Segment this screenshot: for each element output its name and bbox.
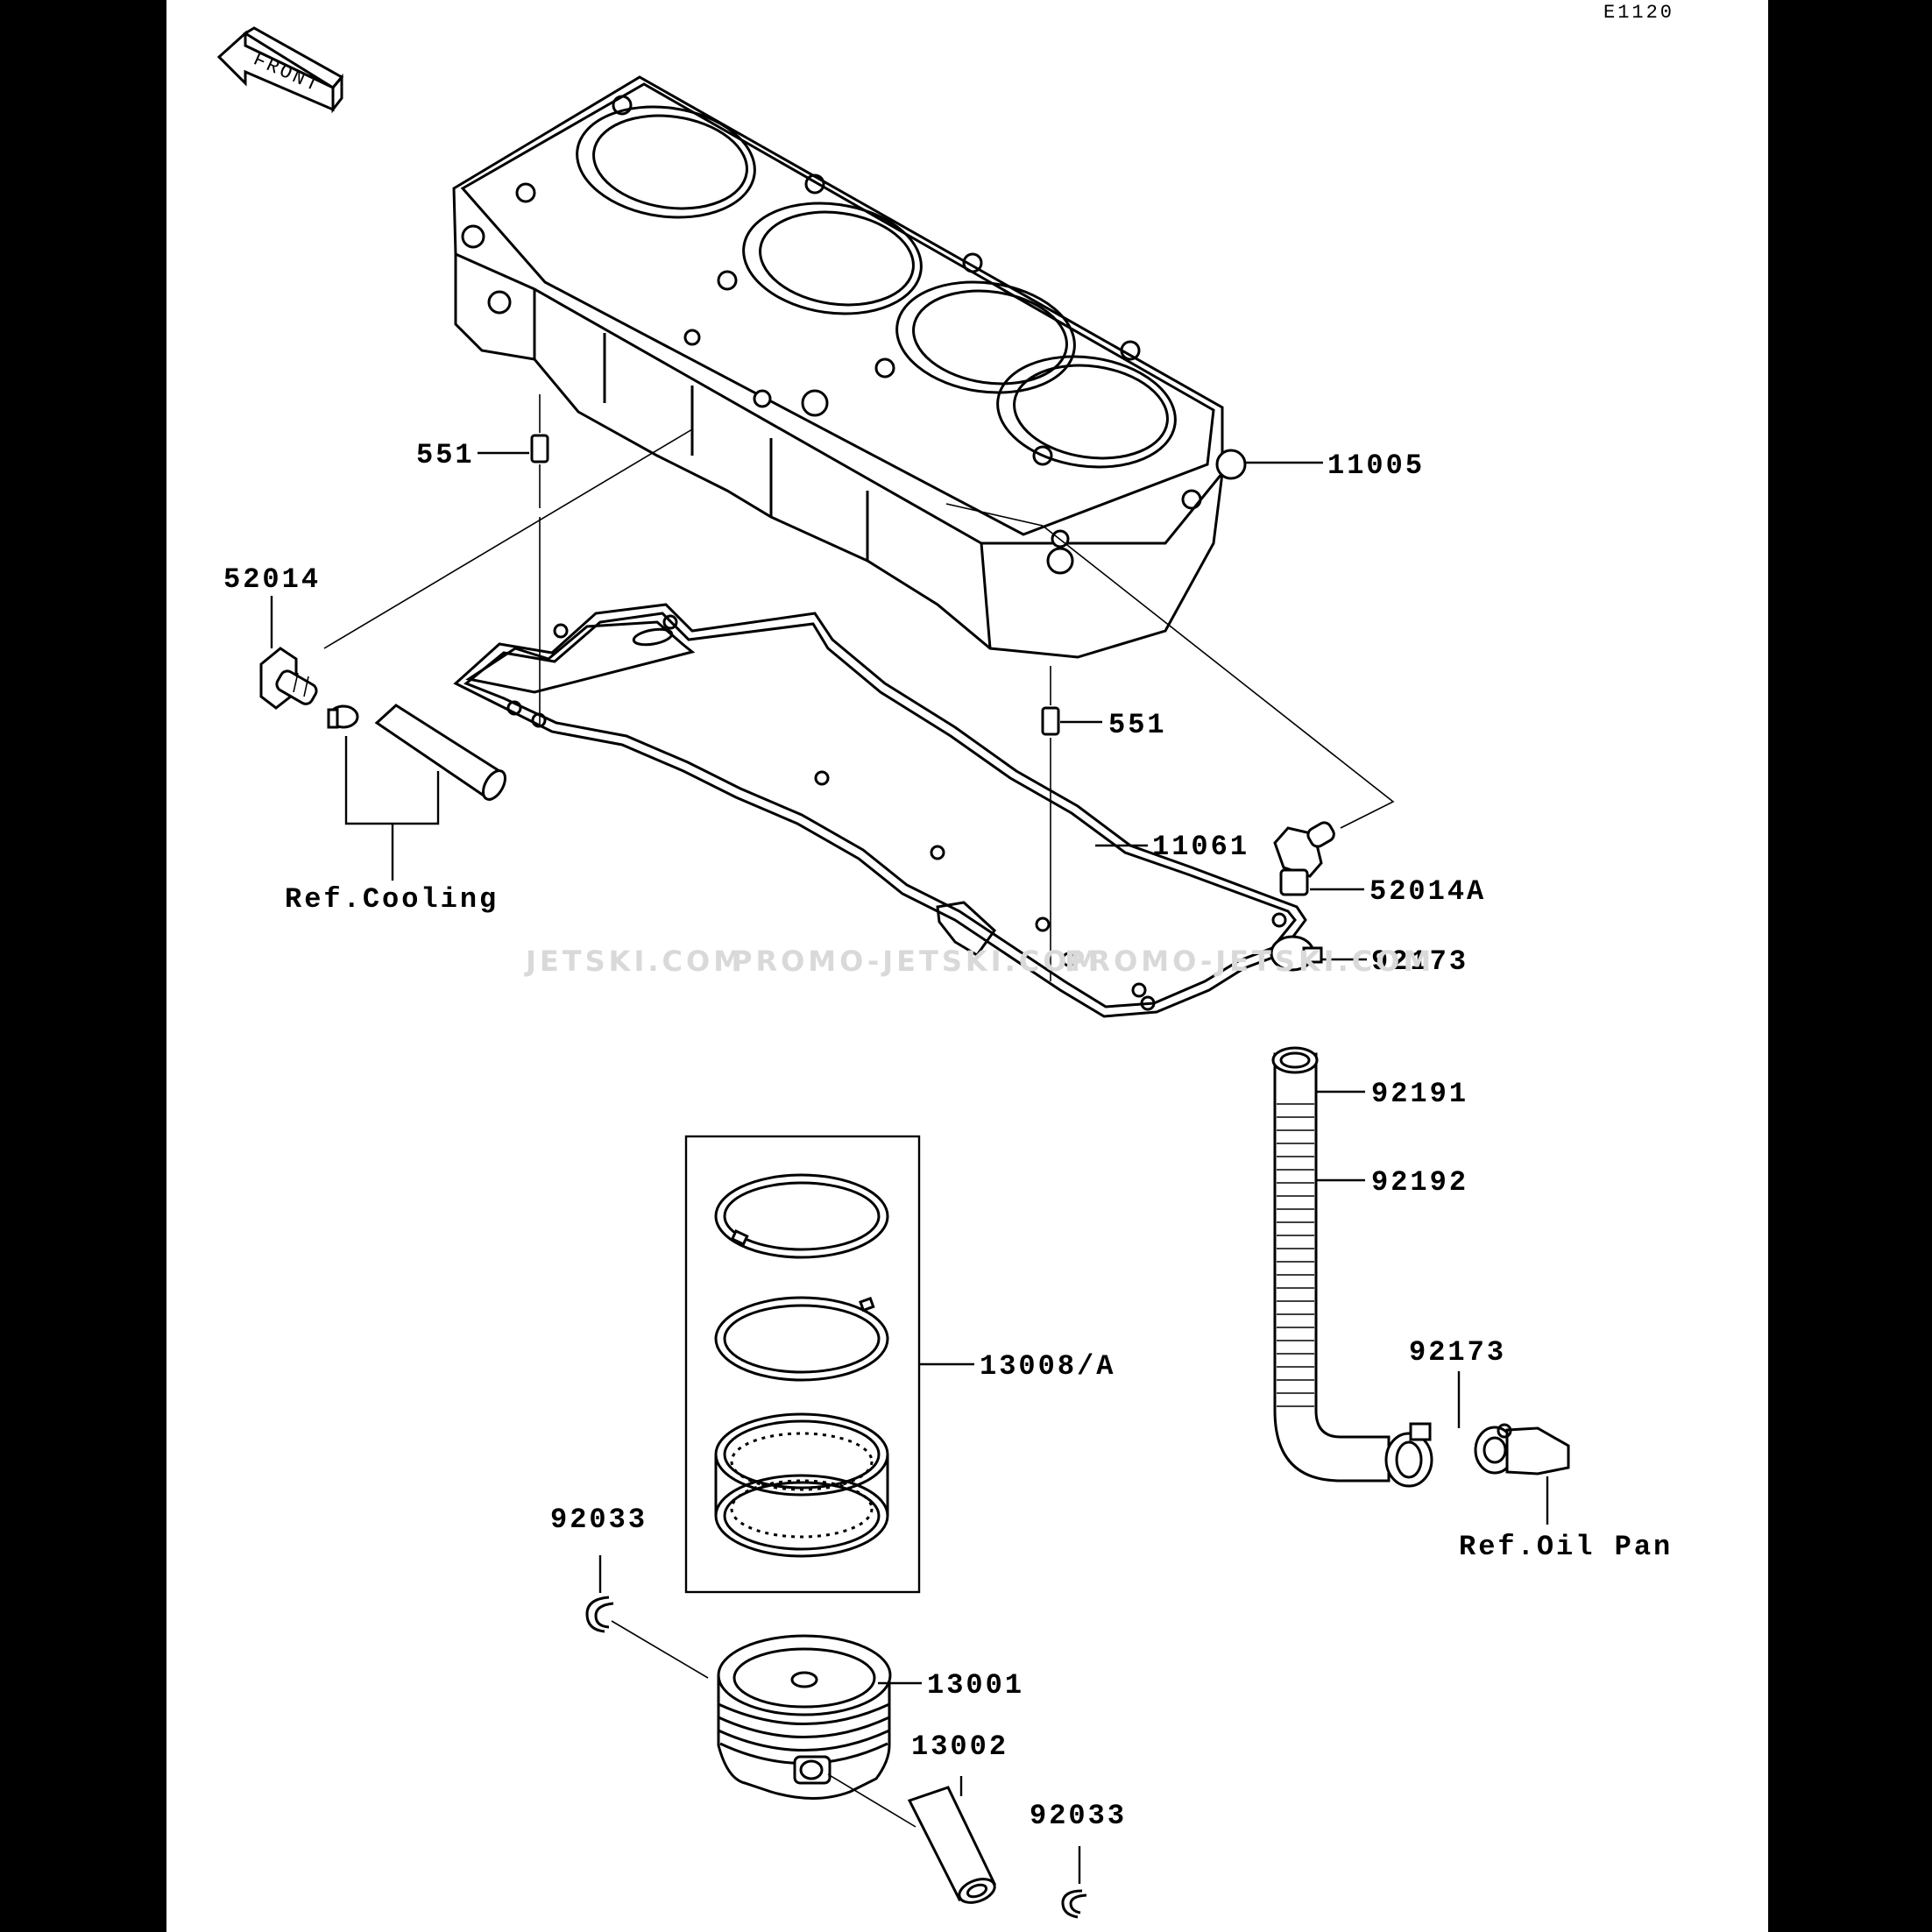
ref-oil-pan: Ref.Oil Pan — [1459, 1531, 1673, 1563]
watermark-3: PROMO-JETSKI.COM — [1065, 945, 1434, 978]
fitting-52014 — [259, 647, 318, 710]
hose-corrugation — [1277, 1103, 1314, 1407]
callout-92192: 92192 — [1371, 1166, 1468, 1199]
front-arrow-icon: FRONT — [216, 26, 344, 114]
callout-13008A: 13008/A — [980, 1350, 1115, 1383]
callout-13001: 13001 — [927, 1669, 1024, 1702]
dowel-pin-upper — [530, 394, 549, 508]
clamp-92173-lower — [1384, 1422, 1433, 1488]
dowel-pin-lower — [1041, 666, 1060, 981]
callout-11061: 11061 — [1152, 831, 1249, 863]
callout-551-upper: 551 — [416, 439, 475, 471]
callout-52014A: 52014A — [1369, 875, 1486, 908]
ref-cooling: Ref.Cooling — [285, 883, 499, 916]
piston-pin — [907, 1786, 997, 1904]
callout-92033-right: 92033 — [1030, 1800, 1127, 1832]
snap-ring-right — [1061, 1889, 1087, 1919]
callout-11005: 11005 — [1327, 449, 1425, 482]
callout-92173-upper: 92173 — [1371, 945, 1468, 978]
snap-ring-left — [585, 1596, 614, 1633]
piston-ring-top — [714, 1173, 889, 1259]
clamp-92173-upper — [1270, 935, 1323, 972]
callout-13002: 13002 — [911, 1730, 1008, 1763]
piston — [717, 1634, 892, 1800]
cooling-hose — [374, 704, 506, 802]
watermark-2: PROMO-JETSKI.COM — [732, 945, 1101, 978]
exploded-parts-diagram: E1120 FRONT — [216, 2, 1674, 1919]
oil-pan-fitting — [1474, 1423, 1570, 1476]
callout-92191: 92191 — [1371, 1078, 1468, 1110]
oil-hose — [1271, 1046, 1391, 1483]
callout-92033-left: 92033 — [550, 1504, 648, 1536]
callout-92173-lower: 92173 — [1409, 1336, 1506, 1369]
callout-551-lower: 551 — [1108, 709, 1167, 741]
cylinder-block — [452, 75, 1247, 659]
cooling-hose-clamp — [327, 704, 359, 729]
fitting-52014A — [1273, 821, 1335, 896]
piston-ring-oil — [714, 1412, 889, 1558]
parts-diagram-sheet: E1120 FRONT — [166, 0, 1768, 1932]
piston-ring-second — [714, 1296, 889, 1382]
callout-52014: 52014 — [223, 563, 321, 596]
watermark-1: JETSKI.COM — [524, 945, 745, 978]
diagram-code: E1120 — [1603, 2, 1674, 24]
